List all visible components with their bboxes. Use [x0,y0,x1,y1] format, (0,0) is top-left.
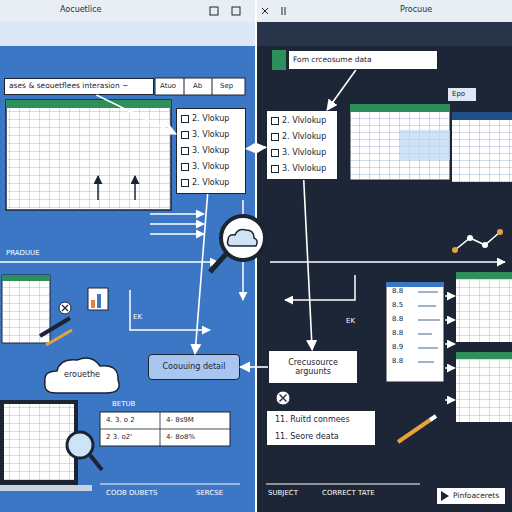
search-bar: Fom crceosume data [288,50,438,70]
number-value: 8.8 [392,330,403,337]
window-title: Aocuetlice [60,6,102,14]
button-label: Sep [220,83,233,90]
table-grid [100,412,230,446]
number-card [386,282,444,382]
node-text: erouethe [64,370,100,379]
result-box: 11. Ruitd conmees 11. Seore deata [266,410,376,446]
flow-arrow [96,95,176,134]
table [100,412,230,446]
process-box: Crecusource arguunts [268,350,358,384]
node-text: 3. Vlvlokup [271,164,333,173]
number-value: 8.9 [392,344,403,351]
function-list: 2. Vlokup 3. Vlokup 3. Vlokup 3. Vlokup 2. V… [176,108,246,194]
line-chart [452,229,503,253]
toolbar [256,22,512,46]
node-text: 2. Vlvlokup [271,116,333,125]
flow-arrow [195,194,208,354]
left-panel [0,0,256,512]
flow-arrow [246,147,266,148]
number-value: 8.8 [392,316,403,323]
button-label: Atuo [160,83,176,90]
footer-label: SUBJECT [268,490,298,497]
node-text: ases & seouetflees interasion ~ [9,82,149,91]
x-icon [276,391,290,405]
spreadsheet [350,104,450,180]
pen-icon [40,318,72,345]
footer-label: SERCSE [196,490,223,497]
node-text: 2. Vlvlokup [271,132,333,141]
node-text: 3. Vlvlokup [271,148,333,157]
spreadsheet [456,272,512,422]
table-cell: 4. 3. o 2 [106,417,135,424]
x-icon [59,302,71,314]
window-icons [210,7,285,15]
node-text: Fom crceosume data [293,56,433,65]
number-value: 8.5 [392,302,403,309]
node-text: 3. Vlokup [181,162,241,171]
play-button: Pinfoacerets [436,487,506,505]
short-label: EK [346,318,355,325]
magnifier-icon [210,216,265,272]
tab [448,88,476,101]
pencil-icon [398,416,436,442]
spreadsheet [452,112,512,182]
footer-rule [100,484,240,485]
table-cell: 4- 8o8% [166,434,195,441]
process-box: Coouuing detail [148,354,240,380]
cloud-node: erouethe [40,354,124,396]
app-icon [272,50,286,70]
toolbar [0,22,256,46]
node-text: 3. Vlokup [181,130,241,139]
magnifier-icon [67,432,102,470]
flow-arrow [304,180,312,350]
window-title: Procuue [400,6,432,14]
node-text: 11. Seore deata [275,432,375,441]
button-label: Ab [193,83,202,90]
footer-label: COOB DUBETS [106,490,157,497]
flow-arrow [327,70,356,110]
short-label: EK [133,314,142,321]
input-bar: ases & seouetflees interasion ~ [4,78,154,95]
node-text: 3. Vlokup [181,146,241,155]
laptop-icon [0,400,92,491]
panel-label: PRADUUE [6,250,40,257]
node-text: 2. Vlokup [181,178,241,187]
function-list: 2. Vlvlokup 2. Vlvlokup 3. Vlvlokup 3. Vlvl… [266,110,338,180]
chart-icon [88,288,108,310]
tab-label: Epo [452,91,465,98]
node-text: Pinfoacerets [453,492,505,501]
footer-rule [266,484,420,485]
play-button-face [436,487,506,505]
node-text: 11. Ruitd conmees [275,415,375,424]
node-text: Crecusource arguunts [271,358,355,376]
button-group [155,78,245,95]
node-text: 2. Vlokup [181,114,241,123]
flow-arrow [240,366,268,368]
button-separator [184,78,212,95]
table-heading: BETUB [112,401,135,408]
flow-lines [0,200,505,400]
spreadsheet [6,100,171,210]
footer-label: CORRECT TATE [322,490,375,497]
table-cell: 4- 8s9M [166,417,194,424]
number-value: 8.8 [392,288,403,295]
node-text: Coouuing detail [163,362,226,371]
right-panel [256,0,512,512]
table-cell: 2 3. o2' [106,434,132,441]
number-value: 8.8 [392,358,403,365]
